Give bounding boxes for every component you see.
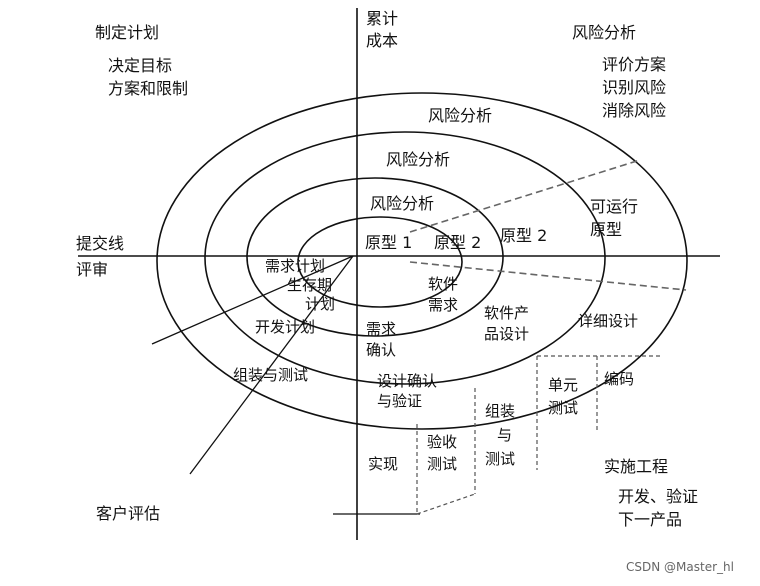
evaluation-title: 客户评估 [96,504,160,523]
development-plan: 开发计划 [255,318,315,336]
assembly-test-1: 组装 [485,402,515,420]
risk-analysis-middle: 风险分析 [386,150,450,169]
plan-title: 制定计划 [95,23,159,42]
dashed-line-lower [409,261,687,291]
implementation: 实现 [368,455,398,473]
inner-ring [297,216,463,308]
detailed-design: 详细设计 [578,312,638,330]
operational-prototype-2: 原型 [590,220,622,239]
risk-line-1: 评价方案 [602,55,666,74]
software-requirements-1: 软件 [428,275,458,293]
prototype-1: 原型 1 [365,233,412,252]
requirements-confirm-2: 确认 [366,341,396,359]
review-label: 评审 [76,260,108,279]
prototype-2: 原型 2 [434,233,481,252]
risk-line-2: 识别风险 [602,78,666,97]
commit-label: 提交线 [76,234,124,253]
dashed-line-upper [409,159,641,233]
third-ring [204,131,606,385]
outer-ring [156,92,688,430]
risk-analysis-outer: 风险分析 [428,106,492,125]
risk-analysis-inner: 风险分析 [370,194,434,213]
engineering-line-1: 开发、验证 [618,487,698,506]
lifecycle-label: 生存期 [287,276,332,294]
design-confirm-2: 与验证 [377,392,422,410]
software-product-design-1: 软件产 [484,304,529,322]
unit-test-1: 单元 [548,376,578,394]
coding: 编码 [604,370,634,388]
partition-6 [416,493,476,515]
engineering-title: 实施工程 [604,457,668,476]
engineering-line-2: 下一产品 [618,510,682,529]
cost-label-2: 成本 [366,31,398,50]
evaluation-line-2 [189,255,354,475]
prototype-3: 原型 2 [500,226,547,245]
evaluation-line-1 [151,255,354,345]
second-ring [246,177,504,337]
risk-title: 风险分析 [572,23,636,42]
plan-line-2: 方案和限制 [108,79,188,98]
software-requirements-2: 需求 [428,296,458,314]
assembly-test-3: 测试 [485,450,515,468]
plan-label: 计划 [305,295,335,313]
requirements-confirm-1: 需求 [366,320,396,338]
acceptance-test-2: 测试 [427,455,457,473]
risk-line-3: 消除风险 [602,101,666,120]
design-confirm-1: 设计确认 [377,372,437,390]
watermark: CSDN @Master_hl [626,560,734,574]
plan-line-1: 决定目标 [108,56,172,75]
assembly-test-2: 与 [497,426,512,444]
integration-test: 组装与测试 [233,366,308,384]
acceptance-test-1: 验收 [427,433,457,451]
operational-prototype-1: 可运行 [590,197,638,216]
requirements-plan: 需求计划 [265,257,325,275]
software-product-design-2: 品设计 [484,325,529,343]
unit-test-2: 测试 [548,399,578,417]
cost-label-1: 累计 [366,9,398,28]
